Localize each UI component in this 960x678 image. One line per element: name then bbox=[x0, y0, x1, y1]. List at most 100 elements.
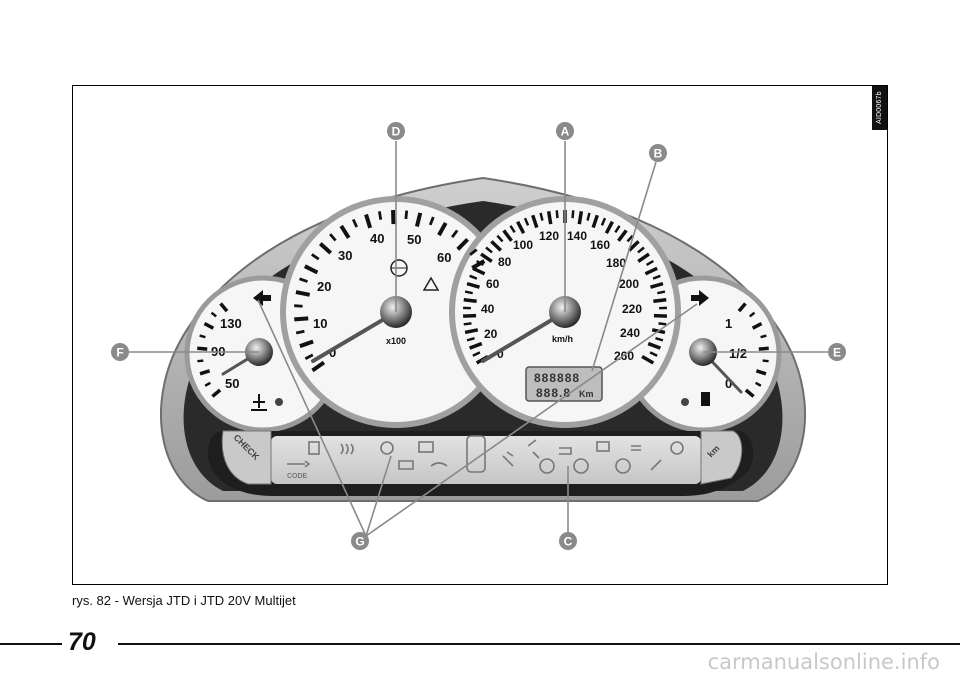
tick-mark bbox=[509, 225, 516, 234]
tick-mark bbox=[303, 264, 319, 275]
rear-defrost-icon bbox=[340, 443, 354, 455]
callout-a-label: A bbox=[561, 125, 570, 139]
tick-mark bbox=[637, 252, 650, 263]
tick-mark bbox=[469, 248, 478, 256]
speed-label: 40 bbox=[481, 302, 495, 316]
temp-indicator-icon bbox=[275, 398, 283, 406]
tick-mark bbox=[464, 328, 479, 335]
figure-caption: rys. 82 - Wersja JTD i JTD 20V Multijet bbox=[72, 593, 296, 608]
callout-c bbox=[559, 532, 577, 550]
seat-belt-icon bbox=[502, 451, 514, 467]
speed-label: 220 bbox=[622, 302, 642, 316]
speed-label: 60 bbox=[486, 277, 500, 291]
odometer-unit: Km bbox=[579, 389, 594, 399]
tick-mark bbox=[755, 369, 767, 376]
callout-e-label: E bbox=[833, 346, 841, 360]
tick-mark bbox=[577, 211, 584, 225]
warning-triangle-icon bbox=[422, 276, 440, 291]
tick-mark bbox=[591, 214, 599, 229]
airbag-icon bbox=[527, 439, 540, 459]
check-button[interactable] bbox=[221, 430, 272, 485]
asr-icon bbox=[615, 458, 631, 474]
page-number: 70 bbox=[68, 628, 96, 656]
tick-mark bbox=[641, 354, 655, 365]
tachometer-needle bbox=[311, 310, 398, 363]
tick-mark bbox=[197, 359, 204, 363]
instrument-cluster-illustration: 0 10 20 30 40 50 60 x100 0 20 40 60 80 1… bbox=[111, 122, 846, 550]
callout-line-g3 bbox=[365, 303, 698, 537]
fuel-label: 1 bbox=[725, 316, 732, 331]
turn-signal-left-icon bbox=[253, 290, 271, 306]
tick-mark bbox=[644, 266, 658, 276]
tick-mark bbox=[617, 229, 628, 242]
tick-mark bbox=[655, 337, 664, 342]
speed-label: 20 bbox=[484, 327, 498, 341]
engine-check-icon bbox=[398, 460, 414, 470]
tick-mark bbox=[653, 297, 667, 304]
tick-mark bbox=[295, 290, 311, 297]
tick-mark bbox=[466, 281, 481, 289]
page-rule-left bbox=[0, 643, 62, 645]
callout-line-g1 bbox=[257, 299, 367, 537]
callout-g bbox=[351, 532, 369, 550]
speed-unit: km/h bbox=[552, 334, 573, 344]
speed-label: 140 bbox=[567, 229, 587, 243]
tick-mark bbox=[502, 229, 513, 242]
tick-mark bbox=[456, 237, 470, 251]
warning-light-strip bbox=[271, 436, 701, 484]
immobilizer-code-label: CODE bbox=[287, 473, 308, 480]
tick-mark bbox=[649, 281, 664, 289]
tick-mark bbox=[744, 388, 755, 398]
figure-frame: 0 10 20 30 40 50 60 x100 0 20 40 60 80 1… bbox=[72, 85, 888, 585]
odometer-reset-button[interactable] bbox=[700, 430, 743, 485]
tick-mark bbox=[437, 221, 448, 237]
temp-label: 130 bbox=[220, 316, 242, 331]
immobilizer-key-icon bbox=[287, 460, 311, 468]
document-code: AID0067b bbox=[872, 86, 887, 130]
speed-label: 240 bbox=[620, 326, 640, 340]
tick-mark bbox=[339, 224, 351, 239]
tick-mark bbox=[364, 213, 373, 229]
fuel-label: 0 bbox=[725, 376, 732, 391]
tach-label: 50 bbox=[407, 232, 421, 247]
tick-mark bbox=[758, 346, 769, 351]
headlight-icon bbox=[596, 441, 610, 452]
brake-pad-icon bbox=[380, 441, 394, 455]
tick-mark bbox=[414, 212, 423, 227]
callout-line-b bbox=[591, 161, 657, 372]
callout-a bbox=[556, 122, 574, 140]
odometer-display bbox=[525, 366, 603, 402]
tick-mark bbox=[531, 214, 539, 229]
tick-mark bbox=[203, 321, 215, 330]
tick-mark bbox=[653, 313, 667, 318]
callout-e bbox=[828, 343, 846, 361]
brake-warning-icon bbox=[573, 458, 589, 474]
tick-mark bbox=[539, 212, 544, 221]
tach-label: 20 bbox=[317, 279, 331, 294]
tick-mark bbox=[351, 218, 359, 228]
tick-mark bbox=[469, 274, 478, 280]
callout-d-label: D bbox=[392, 125, 401, 139]
watermark: carmanualsonline.info bbox=[707, 650, 940, 674]
water-in-fuel-icon bbox=[650, 459, 662, 471]
tick-mark bbox=[463, 313, 477, 318]
odometer-line1: 888888 bbox=[534, 371, 580, 385]
odometer-line2: 888.8 bbox=[536, 386, 571, 400]
tick-mark bbox=[657, 290, 666, 295]
tick-mark bbox=[294, 316, 309, 322]
warning-icons bbox=[287, 435, 684, 474]
tick-mark bbox=[645, 259, 654, 266]
tick-mark bbox=[199, 334, 206, 339]
tick-mark bbox=[472, 266, 486, 276]
callout-line-g2 bbox=[365, 455, 392, 537]
tick-mark bbox=[463, 322, 472, 326]
fuel-label: 1/2 bbox=[729, 346, 747, 361]
tach-label: 10 bbox=[313, 316, 327, 331]
tach-label: 0 bbox=[329, 345, 336, 360]
tick-mark bbox=[490, 240, 503, 252]
glow-plug-icon bbox=[308, 441, 320, 455]
coolant-temperature-icon bbox=[251, 394, 267, 411]
tach-label: 30 bbox=[338, 248, 352, 263]
gauge-tick-marks bbox=[197, 209, 769, 398]
tick-mark bbox=[299, 277, 308, 283]
